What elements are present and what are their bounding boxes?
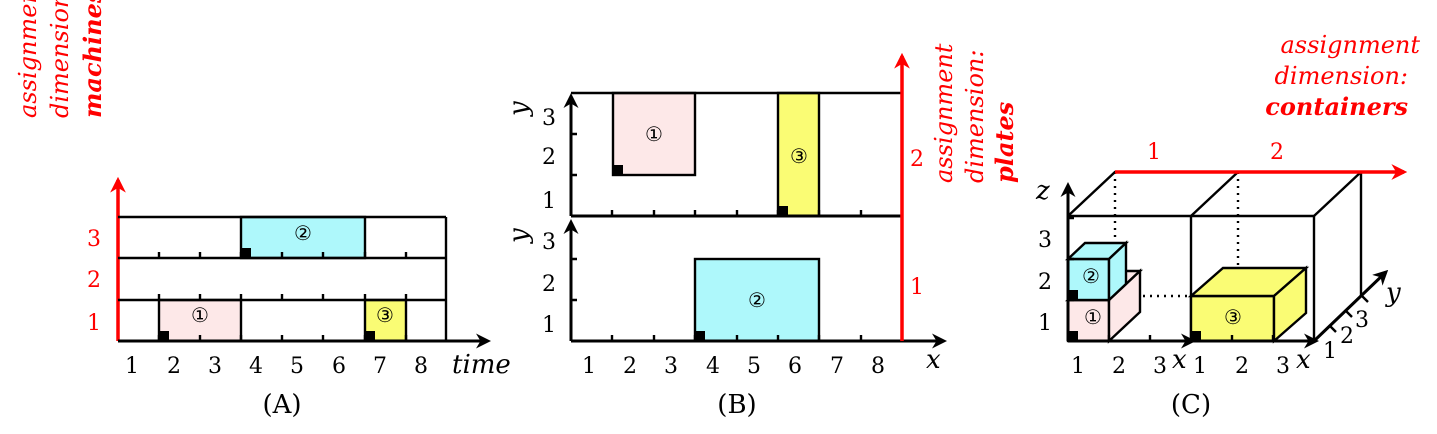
z-tick-3: 3 [1038,228,1052,253]
job-1-label-c: ① [1084,305,1102,329]
y-axis-ticks [1329,295,1369,333]
panel-c-dimension-containers: containers [1265,92,1408,121]
time-tick-labels: 1 2 3 4 5 6 7 8 [125,354,428,379]
time-tick-1: 1 [125,354,139,379]
panel-b-dimension-line2: dimension: [961,50,989,183]
panel-b-dimension-plates: plates [990,101,1019,183]
panel-b-caption: (B) [717,390,756,420]
panel-c-dimension-line2: dimension: [1275,62,1408,90]
job-2-cube: ② [1064,240,1130,303]
job-1-origin-marker-b [613,165,623,175]
x-tick-c1-2: 2 [1112,354,1126,379]
z-tick-2: 2 [1038,270,1052,295]
x-tick-c2-1: 1 [1193,354,1207,379]
x-tick-b-2: 2 [623,354,637,379]
x-tick-b-7: 7 [830,354,844,379]
plate-1-y-axis-title: y [504,228,534,244]
y-tick-c-3: 3 [1355,308,1369,333]
job-1-label-b: ① [645,122,663,146]
x-tick-b-1: 1 [582,354,596,379]
job-1-origin-marker-c [1068,331,1078,341]
job-3-box-plate2 [776,91,821,218]
job-3-cube: ③ [1187,265,1310,344]
job-3-origin-marker-b [778,206,788,216]
panel-c-dimension-line1: assignment [1281,31,1421,59]
machine-label-1: 1 [87,311,101,336]
x-tick-b-8: 8 [871,354,885,379]
y-axis-title-c: y [1385,278,1401,308]
panel-c-ticks [1068,216,1275,341]
time-axis-title: time [452,350,511,380]
panel-b-dimension-line1: assignment [930,43,958,183]
time-tick-4: 4 [249,354,263,379]
x-tick-labels-b: 1 2 3 4 5 6 7 8 [582,354,885,379]
plate-2-y-tick-2: 2 [542,145,556,170]
plate-2-y-tick-3: 3 [542,106,556,131]
y-tick-c-1: 1 [1323,339,1337,364]
time-tick-5: 5 [290,354,304,379]
job-2-origin-marker-b [695,331,705,341]
panel-b-x-axis-title: x [926,345,941,375]
x-tick-b-5: 5 [747,354,761,379]
x-tick-c2-3: 3 [1276,354,1290,379]
panel-a-dimension-machines: machines [78,0,107,118]
z-axis-title: z [1035,176,1050,206]
x-axis-title-c2: x [1296,345,1311,375]
x-tick-b-4: 4 [706,354,720,379]
x-tick-c1-3: 3 [1153,354,1167,379]
job-2-label: ② [294,221,312,245]
job-2-label-b: ② [748,288,766,312]
time-tick-6: 6 [332,354,346,379]
job-1-box-plate2 [611,91,697,177]
x-tick-b-3: 3 [664,354,678,379]
job-2-origin-marker-c [1068,290,1078,300]
time-tick-2: 2 [167,354,181,379]
panel-b: ① ③ 1 2 3 y ② 1 2 3 y 1 2 3 4 5 6 7 8 x … [504,43,1019,420]
container-label-2: 2 [1270,140,1284,165]
job-2-box [239,215,367,260]
time-tick-8: 8 [414,354,428,379]
plate-1-y-tick-2: 2 [542,272,556,297]
plate-label-2: 2 [910,147,924,172]
panel-c-caption: (C) [1171,390,1211,420]
z-tick-1: 1 [1038,311,1052,336]
time-tick-3: 3 [208,354,222,379]
machine-label-2: 2 [87,268,101,293]
job-3-label-c: ③ [1224,305,1242,329]
x-tick-c2-2: 2 [1235,354,1249,379]
plate-1-y-tick-1: 1 [542,313,556,338]
job-3-origin-marker [365,331,375,341]
y-axis [1312,269,1389,343]
job-3-origin-marker-c [1191,331,1201,341]
job-2-label-c: ② [1082,264,1100,288]
panel-a: assignment dimension: machines 1 2 3 ① ②… [14,0,511,420]
job-1-origin-marker [159,331,169,341]
x-tick-b-6: 6 [788,354,802,379]
panel-a-dimension-line1: assignment [14,0,42,118]
plate-label-1: 1 [910,275,924,300]
panel-a-dimension-line2: dimension: [46,0,74,118]
plate-2-y-axis-title: y [504,101,534,117]
x-axis-title-c1: x [1172,345,1187,375]
plate-1-y-tick-3: 3 [542,230,556,255]
job-2-box-plate1 [693,257,821,343]
plate-2-y-tick-1: 1 [542,189,556,214]
y-tick-c-2: 2 [1340,324,1354,349]
container-label-1: 1 [1147,140,1161,165]
panel-c: assignment dimension: containers [1035,31,1420,420]
job-3-label-b: ③ [790,144,808,168]
job-1-label: ① [191,303,209,327]
panel-a-caption: (A) [262,390,301,420]
x-tick-c1-1: 1 [1071,354,1085,379]
time-tick-7: 7 [373,354,387,379]
machine-label-3: 3 [87,227,101,252]
job-2-origin-marker [241,248,251,258]
job-3-label: ③ [376,303,394,327]
